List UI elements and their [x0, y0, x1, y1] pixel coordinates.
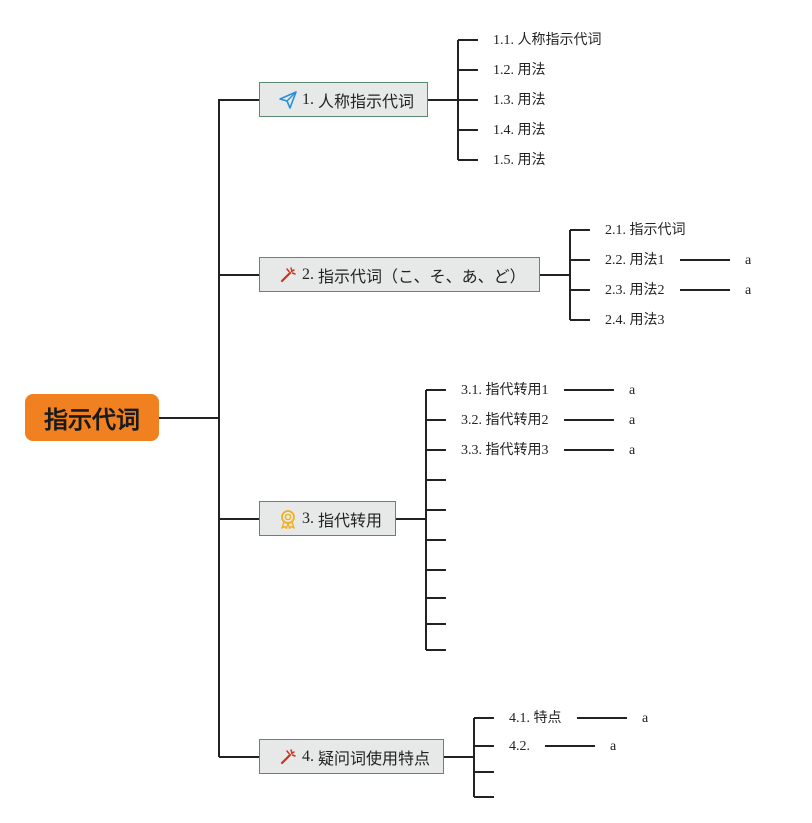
- subtopic-3-1[interactable]: 3.1. 指代转用1: [461, 383, 549, 398]
- branch-label: 疑问词使用特点: [318, 750, 431, 768]
- subtopic-3-3-a[interactable]: a: [629, 443, 636, 458]
- branch-label: 人称指示代词: [318, 93, 415, 111]
- subtopic-2-2-a[interactable]: a: [745, 253, 752, 268]
- subtopic-4-1-a[interactable]: a: [642, 711, 649, 726]
- branch-number: 4.: [302, 747, 314, 765]
- root-topic[interactable]: 指示代词: [25, 394, 159, 441]
- paper-plane-icon: [278, 90, 298, 110]
- subtopic-3-2[interactable]: 3.2. 指代转用2: [461, 413, 549, 428]
- branch-number: 1.: [302, 90, 314, 108]
- branch-number: 2.: [302, 265, 314, 283]
- branch-label: 指示代词（こ、そ、あ、ど）: [318, 268, 526, 286]
- subtopic-2-3-a[interactable]: a: [745, 283, 752, 298]
- subtopic-1-5[interactable]: 1.5. 用法: [493, 153, 546, 168]
- subtopic-1-3[interactable]: 1.3. 用法: [493, 93, 546, 108]
- branch-label: 指代转用: [318, 512, 383, 530]
- subtopic-2-1[interactable]: 2.1. 指示代词: [605, 223, 686, 238]
- branch-topic-1[interactable]: 1. 人称指示代词: [259, 82, 428, 117]
- magic-wand-icon: [278, 747, 298, 767]
- branch-topic-4[interactable]: 4. 疑问词使用特点: [259, 739, 444, 774]
- subtopic-1-4[interactable]: 1.4. 用法: [493, 123, 546, 138]
- branch-number: 3.: [302, 509, 314, 527]
- subtopic-2-3[interactable]: 2.3. 用法2: [605, 283, 665, 298]
- subtopic-3-3[interactable]: 3.3. 指代转用3: [461, 443, 549, 458]
- subtopic-4-2-a[interactable]: a: [610, 739, 617, 754]
- magic-wand-icon: [278, 265, 298, 285]
- award-ribbon-icon: [278, 509, 298, 529]
- subtopic-4-2[interactable]: 4.2.: [509, 739, 530, 754]
- subtopic-2-2[interactable]: 2.2. 用法1: [605, 253, 665, 268]
- subtopic-1-1[interactable]: 1.1. 人称指示代词: [493, 33, 602, 48]
- branch-topic-2[interactable]: 2. 指示代词（こ、そ、あ、ど）: [259, 257, 540, 292]
- subtopic-3-2-a[interactable]: a: [629, 413, 636, 428]
- branch-topic-3[interactable]: 3. 指代转用: [259, 501, 396, 536]
- subtopic-3-1-a[interactable]: a: [629, 383, 636, 398]
- root-topic-label: 指示代词: [44, 406, 140, 434]
- subtopic-2-4[interactable]: 2.4. 用法3: [605, 313, 665, 328]
- subtopic-1-2[interactable]: 1.2. 用法: [493, 63, 546, 78]
- subtopic-4-1[interactable]: 4.1. 特点: [509, 711, 562, 726]
